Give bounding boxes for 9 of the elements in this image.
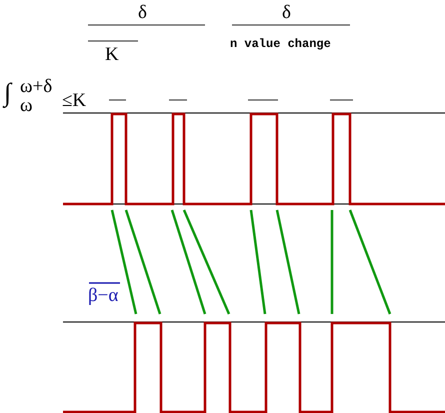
upper-limit: ω+δ	[20, 77, 52, 96]
lower-limit: ω	[20, 96, 33, 115]
variable-label: K	[105, 45, 119, 64]
difference-label: β−α	[88, 286, 118, 305]
delta-symbol: δ	[282, 3, 291, 22]
integral-sign: ∫	[4, 80, 12, 106]
inequality-label: ≤K	[62, 91, 86, 110]
annotation-text: n value change	[230, 38, 331, 50]
delta-symbol: δ	[138, 3, 147, 22]
